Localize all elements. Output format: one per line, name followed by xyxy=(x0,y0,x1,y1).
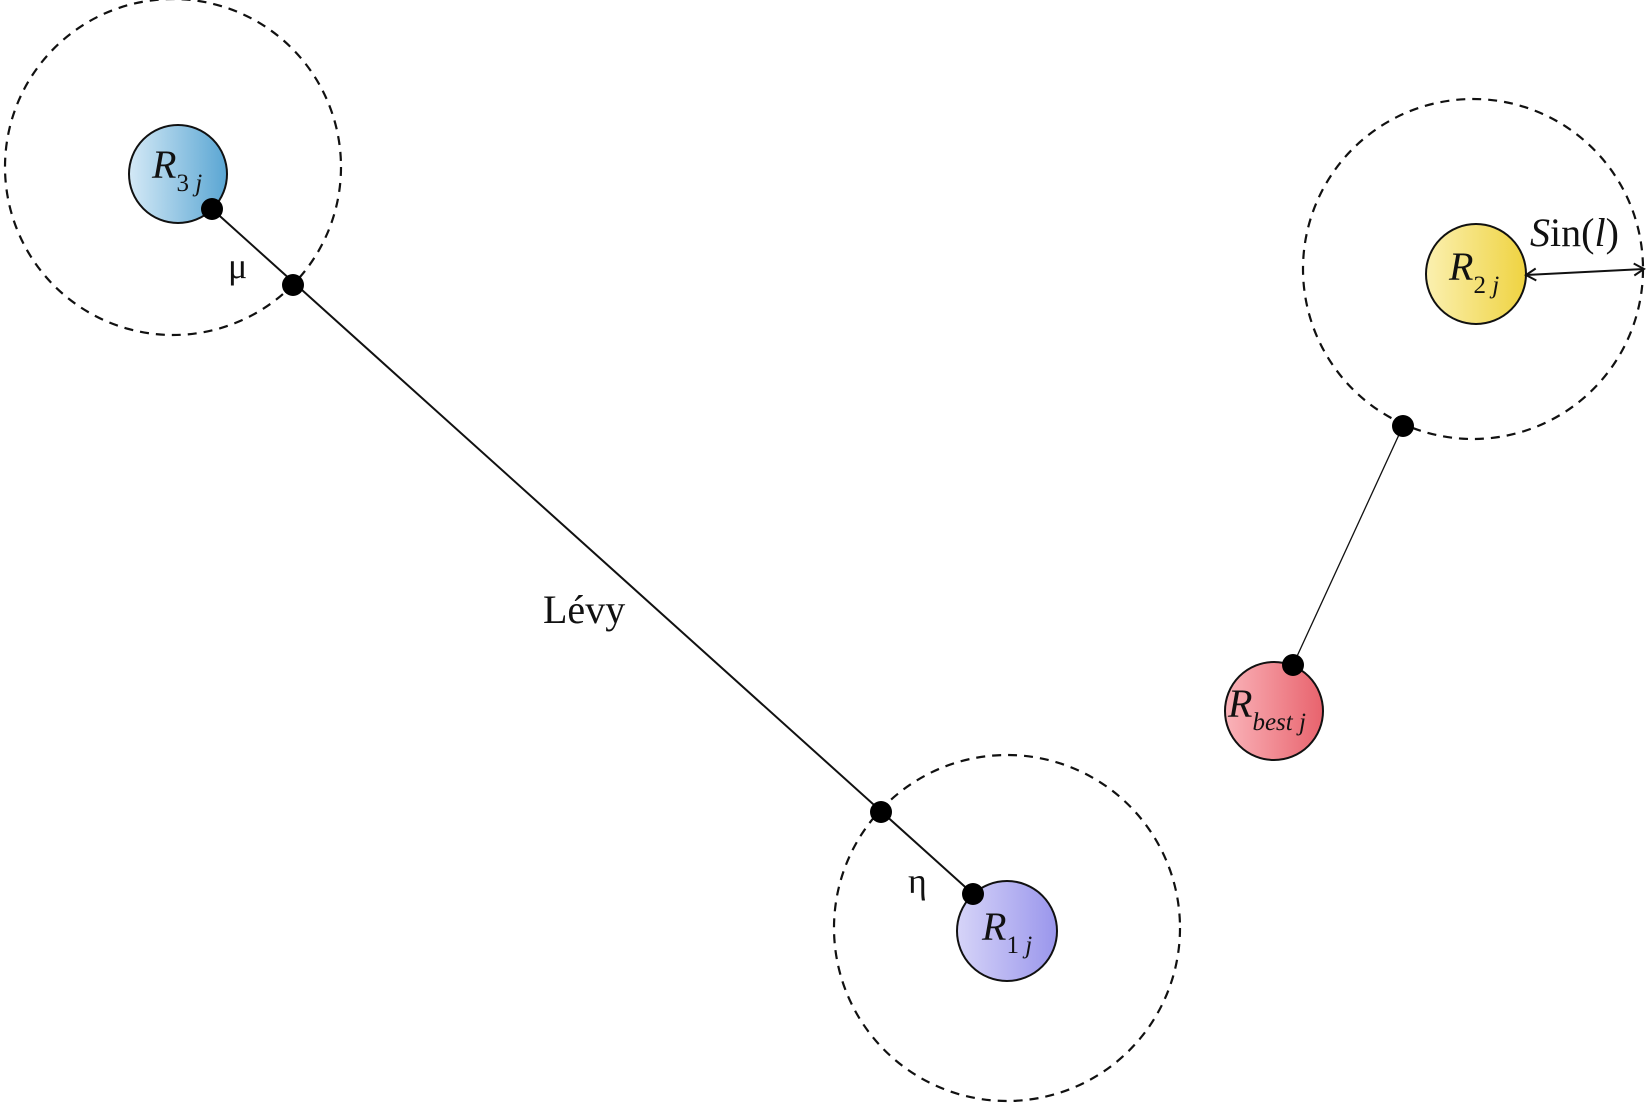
r1-range-circle xyxy=(832,753,1182,1103)
dot-r1-edge xyxy=(962,883,984,905)
dot-r1-range xyxy=(870,801,892,823)
node-rbest xyxy=(1224,661,1324,761)
dot-r3-edge xyxy=(201,198,223,220)
node-r3 xyxy=(128,124,228,224)
node-r3-label: R3 j xyxy=(151,142,202,197)
levy-flight-line xyxy=(211,208,974,895)
mu-label: μ xyxy=(228,246,247,286)
dot-r3-range xyxy=(282,274,304,296)
node-r2-label: R2 j xyxy=(1448,244,1499,299)
dot-r2-range xyxy=(1392,415,1414,437)
best-to-r2-line xyxy=(1292,425,1404,666)
node-r1-label: R1 j xyxy=(981,904,1032,959)
r3-range-circle xyxy=(3,0,343,337)
node-rbest-label: Rbest j xyxy=(1227,681,1306,736)
sin-radius-arrow xyxy=(1524,262,1646,282)
dot-rbest-edge xyxy=(1282,654,1304,676)
levy-label: Lévy xyxy=(543,587,625,632)
eta-label: η xyxy=(908,861,927,901)
node-r1 xyxy=(956,880,1058,982)
sin-l-label: Sin(l) xyxy=(1530,210,1619,255)
